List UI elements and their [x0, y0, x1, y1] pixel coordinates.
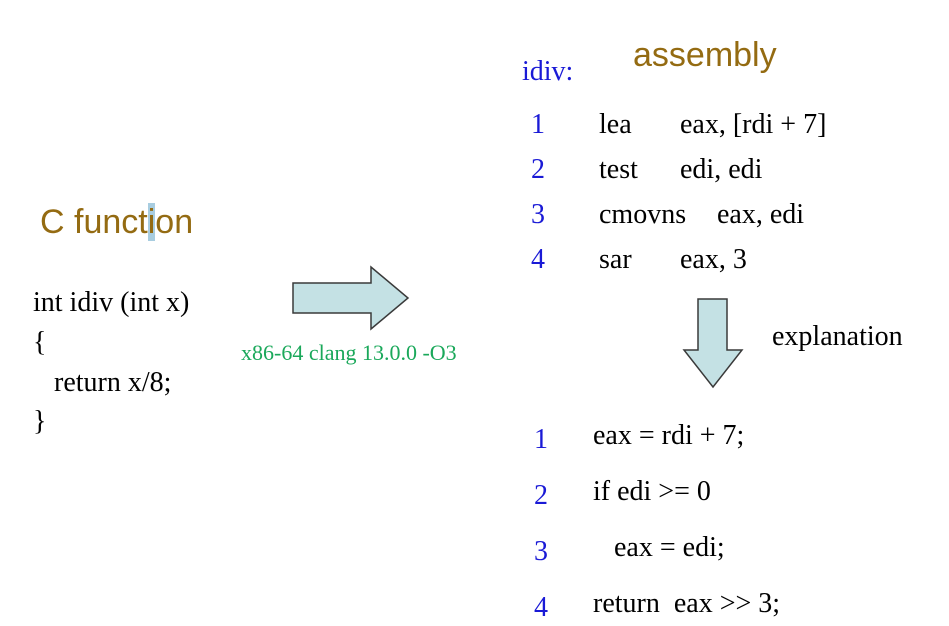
c-code-line: int idiv (int x) — [33, 287, 190, 318]
explained-text: eax = rdi + 7; — [593, 420, 745, 451]
c-code-line: } — [33, 406, 47, 437]
line-number: 2 — [531, 154, 545, 185]
heading-part: C funct — [40, 203, 148, 241]
asm-args: eax, edi — [717, 199, 805, 230]
c-code-line: { — [33, 327, 47, 358]
explained-text: eax = edi; — [593, 532, 725, 563]
text-cursor-highlight: i — [147, 203, 156, 241]
heading-part: on — [155, 203, 194, 241]
c-function-heading: C function — [40, 203, 194, 241]
down-arrow-icon — [682, 298, 744, 389]
line-number: 4 — [534, 592, 548, 623]
function-label: idiv: — [522, 56, 574, 87]
explained-text: return eax >> 3; — [593, 588, 781, 619]
asm-args: eax, [rdi + 7] — [680, 109, 827, 140]
asm-args: edi, edi — [680, 154, 763, 185]
right-arrow-icon — [292, 265, 410, 331]
line-number: 4 — [531, 244, 545, 275]
line-number: 3 — [534, 536, 548, 567]
asm-op: cmovns — [599, 199, 687, 230]
asm-op: sar — [599, 244, 632, 275]
assembly-heading: assembly — [633, 36, 777, 74]
compiler-label: x86-64 clang 13.0.0 -O3 — [241, 340, 457, 365]
c-code-line: return x/8; — [33, 367, 172, 398]
line-number: 1 — [531, 109, 545, 140]
asm-op: lea — [599, 109, 632, 140]
line-number: 3 — [531, 199, 545, 230]
line-number: 2 — [534, 480, 548, 511]
line-number: 1 — [534, 424, 548, 455]
explained-text: if edi >= 0 — [593, 476, 711, 507]
asm-op: test — [599, 154, 638, 185]
explanation-label: explanation — [772, 321, 903, 352]
asm-args: eax, 3 — [680, 244, 747, 275]
